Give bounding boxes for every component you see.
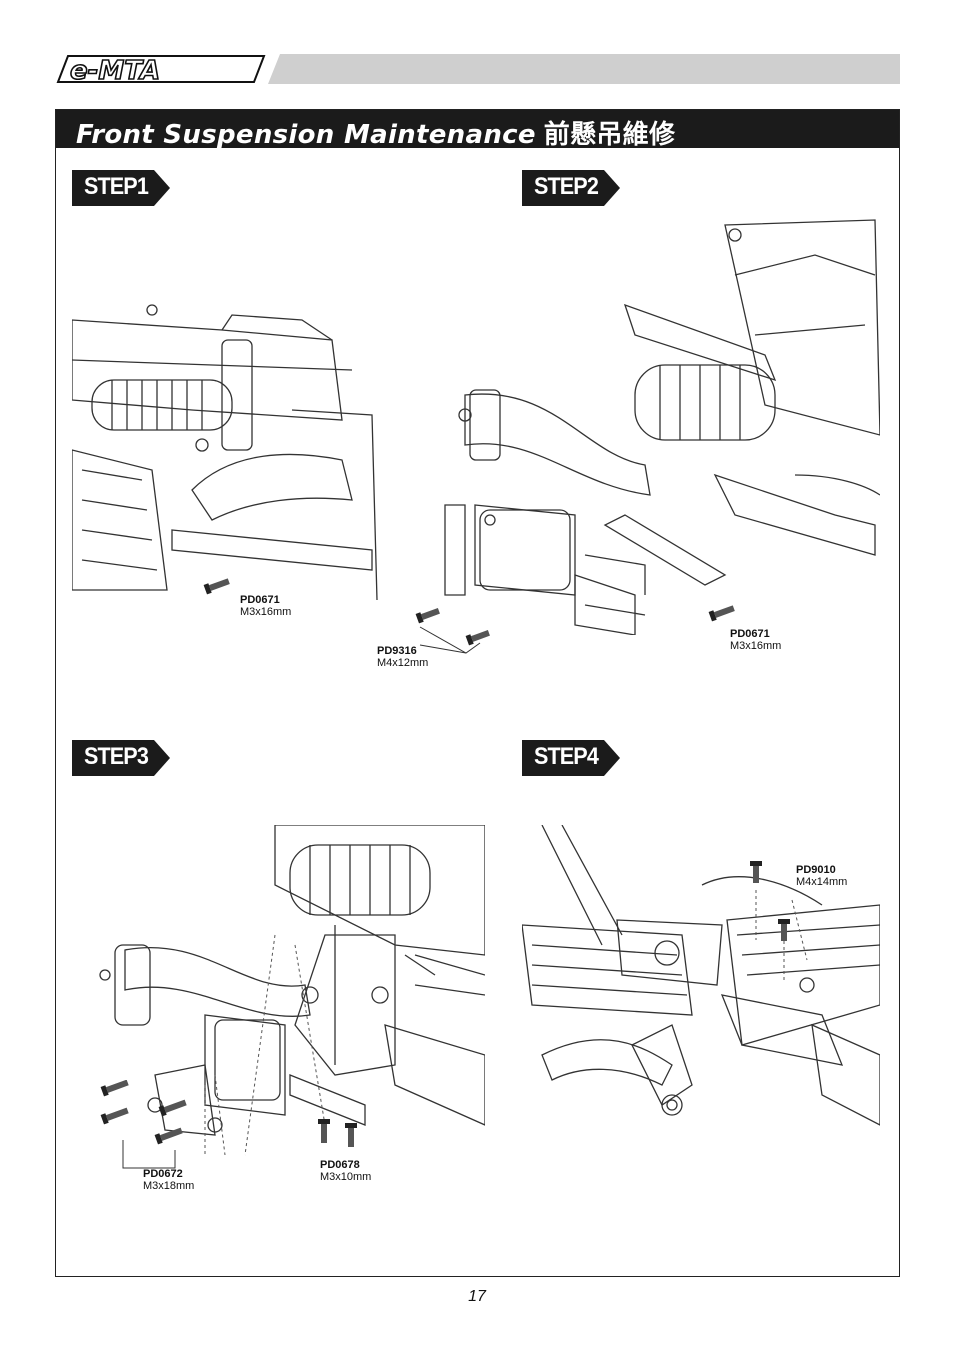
step1-screw: [203, 578, 230, 595]
step3-screws-right: [318, 1119, 357, 1147]
step3-label: STEP3: [84, 743, 149, 770]
step4-label: STEP4: [534, 743, 599, 770]
step3-part-callout-1: PD0672 M3x18mm: [143, 1168, 195, 1192]
step2-screw-1: [708, 605, 735, 622]
step3-part-callout-2: PD0678 M3x10mm: [320, 1159, 372, 1183]
step1-label: STEP1: [84, 173, 149, 200]
section-title-en: Front Suspension Maintenance: [76, 120, 536, 150]
step3-screws-left: [100, 1080, 187, 1169]
step2-label: STEP2: [534, 173, 599, 200]
step1-illustration: [72, 304, 378, 601]
step2-badge: STEP2: [522, 170, 620, 206]
step2-part-callout-1: PD9316 M4x12mm: [377, 645, 429, 669]
step1-badge: STEP1: [72, 170, 170, 206]
logo-text: e-MTA: [70, 56, 160, 86]
step4-badge: STEP4: [522, 740, 620, 776]
section-title-zh: 前懸吊維修: [543, 120, 676, 150]
step2-illustration: [444, 219, 880, 635]
step4-illustration: [522, 825, 880, 1126]
header-bar: [268, 54, 900, 84]
page-number: 17: [468, 1288, 486, 1305]
step3-badge: STEP3: [72, 740, 170, 776]
step1-part-callout: PD0671 M3x16mm: [240, 594, 292, 618]
brand-logo: e-MTA: [56, 55, 266, 86]
step2-part-callout-2: PD0671 M3x16mm: [730, 628, 782, 652]
step2-screws: [415, 608, 490, 654]
step4-part-callout: PD9010 M4x14mm: [796, 864, 848, 888]
